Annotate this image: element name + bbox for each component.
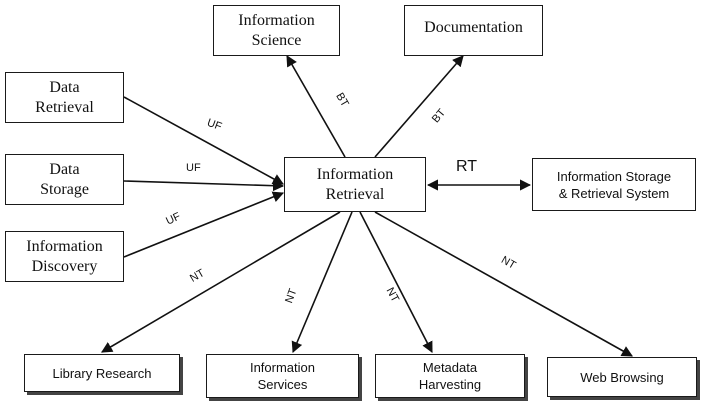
node-web-browsing: Web Browsing	[547, 357, 697, 397]
edge-nt-web-browsing	[374, 211, 633, 357]
edge-nt-info-services	[291, 211, 353, 354]
edge-info-discovery-uf	[123, 191, 285, 258]
uf-label-2: UF	[186, 162, 201, 174]
edge-data-storage-uf	[123, 180, 285, 192]
edge-data-retrieval-uf	[123, 96, 284, 185]
node-library-research: Library Research	[24, 354, 180, 392]
edge-bt-info-science	[286, 55, 346, 158]
edge-nt-metadata-harvesting	[359, 211, 433, 353]
node-information-storage-retrieval-system: Information Storage& Retrieval System	[532, 158, 696, 211]
edge-nt-library-research	[101, 211, 341, 353]
edge-bt-documentation	[374, 55, 464, 158]
node-documentation: Documentation	[404, 5, 543, 56]
rt-label: RT	[456, 158, 478, 175]
